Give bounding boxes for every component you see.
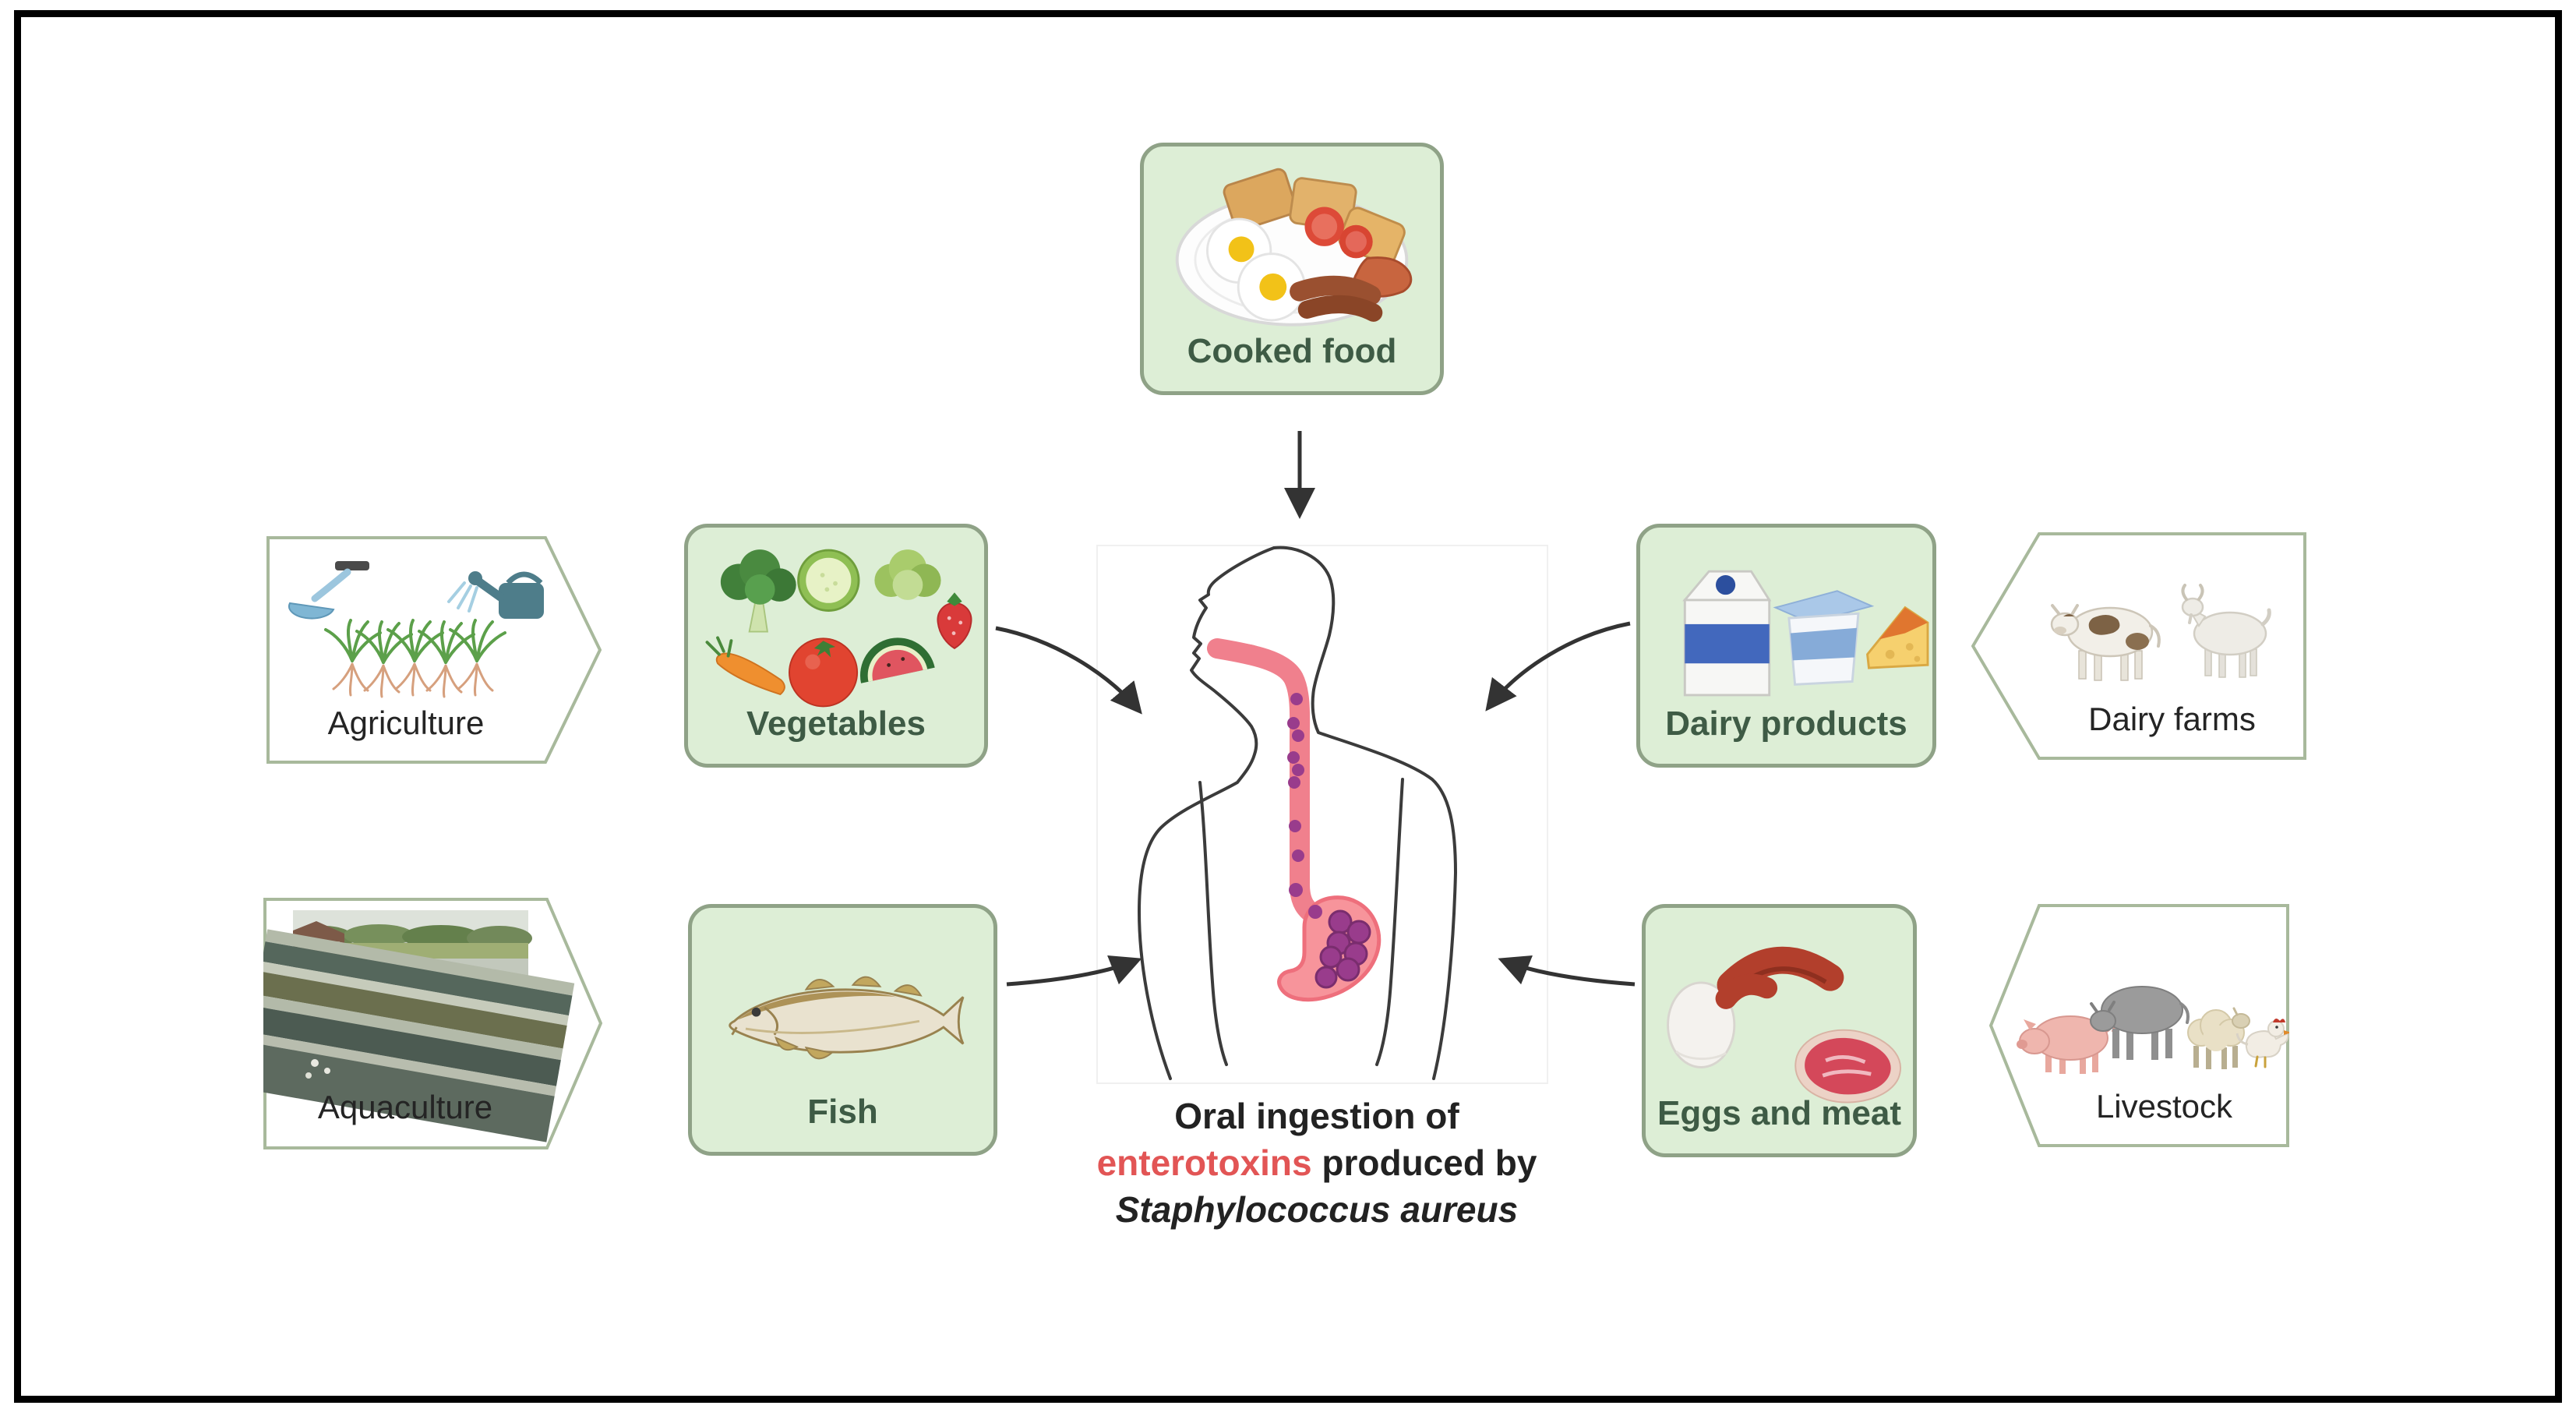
sausages-icon xyxy=(1715,946,1844,1009)
watermelon-icon xyxy=(859,637,935,683)
node-livestock: Livestock xyxy=(1989,904,2289,1147)
arrow-dairy-to-body xyxy=(1485,621,1631,712)
goat-icon xyxy=(2181,584,2271,678)
strawberry-icon xyxy=(937,592,972,650)
irrigated-crops-icon xyxy=(288,561,544,698)
dairy-farm-animals xyxy=(2050,584,2271,681)
fish-farm-photo xyxy=(263,910,575,1142)
node-label: Vegetables xyxy=(746,704,926,743)
figure-background-edge xyxy=(1096,545,1548,1084)
breakfast-plate-icon xyxy=(1175,168,1413,327)
watering-can-icon xyxy=(447,571,544,619)
node-dairy-farms: Dairy farms xyxy=(1971,532,2306,760)
milk-carton-icon xyxy=(1682,570,1772,697)
node-label: Fish xyxy=(807,1093,878,1131)
water-scoop-icon xyxy=(288,561,369,620)
head-and-left-side-outline xyxy=(1138,546,1276,1080)
carrot-icon xyxy=(705,636,785,696)
tomato-icon xyxy=(789,637,859,708)
lettuce-icon xyxy=(874,549,941,600)
eggs-meat-icons xyxy=(1667,946,1901,1104)
mouth-opening xyxy=(1219,643,1272,663)
cucumber-slice-icon xyxy=(797,549,860,612)
pig-icon xyxy=(2017,1015,2116,1074)
node-cooked-food: Cooked food xyxy=(1140,143,1444,395)
human-figure xyxy=(1138,546,1457,1080)
arrow-eggs-meat-to-body xyxy=(1498,955,1636,987)
arrow-vegetables-to-body xyxy=(995,626,1142,715)
chicken-icon xyxy=(2235,1018,2289,1068)
node-aquaculture: Aquaculture xyxy=(263,898,602,1149)
steak-icon xyxy=(1794,1029,1901,1104)
node-label: Livestock xyxy=(2095,1088,2233,1125)
cheese-wedge-icon xyxy=(1866,606,1929,669)
node-label: Cooked food xyxy=(1187,332,1397,370)
fish-icon xyxy=(729,976,965,1060)
left-inner-arm-line xyxy=(1198,781,1228,1066)
node-eggs-and-meat: Eggs and meat xyxy=(1642,904,1917,1157)
caption-enterotoxins: enterotoxins xyxy=(1096,1142,1312,1183)
node-agriculture: Agriculture xyxy=(266,536,602,764)
dairy-icons xyxy=(1682,570,1929,697)
caption-line1: Oral ingestion of xyxy=(1174,1096,1459,1136)
node-label: Dairy products xyxy=(1665,704,1907,743)
head-and-right-side-outline xyxy=(1272,546,1457,1080)
right-inner-arm-line xyxy=(1375,778,1404,1066)
sheep-icon xyxy=(2187,1007,2250,1069)
arrow-fish-to-body xyxy=(1006,955,1142,987)
yogurt-cup-icon xyxy=(1773,590,1875,686)
node-fish: Fish xyxy=(688,904,997,1156)
node-label: Agriculture xyxy=(327,704,485,741)
gray-cow-icon xyxy=(2090,986,2190,1060)
broccoli-icon xyxy=(720,549,796,633)
esophagus xyxy=(1207,638,1327,927)
livestock-animals xyxy=(2017,986,2289,1074)
bacteria-dots xyxy=(1287,693,1371,989)
node-dairy-products: Dairy products xyxy=(1636,524,1936,768)
caption-organism: Staphylococcus aureus xyxy=(1115,1189,1519,1230)
node-label: Dairy farms xyxy=(2088,701,2256,737)
caption-produced-by: produced by xyxy=(1311,1142,1537,1183)
vegetables-icons xyxy=(705,549,972,708)
node-label: Aquaculture xyxy=(317,1089,493,1125)
caption: Oral ingestion of enterotoxins produced … xyxy=(1083,1093,1551,1233)
cow-icon xyxy=(2050,604,2161,681)
stomach xyxy=(1277,895,1382,1002)
node-vegetables: Vegetables xyxy=(684,524,988,768)
node-label: Eggs and meat xyxy=(1657,1094,1901,1132)
